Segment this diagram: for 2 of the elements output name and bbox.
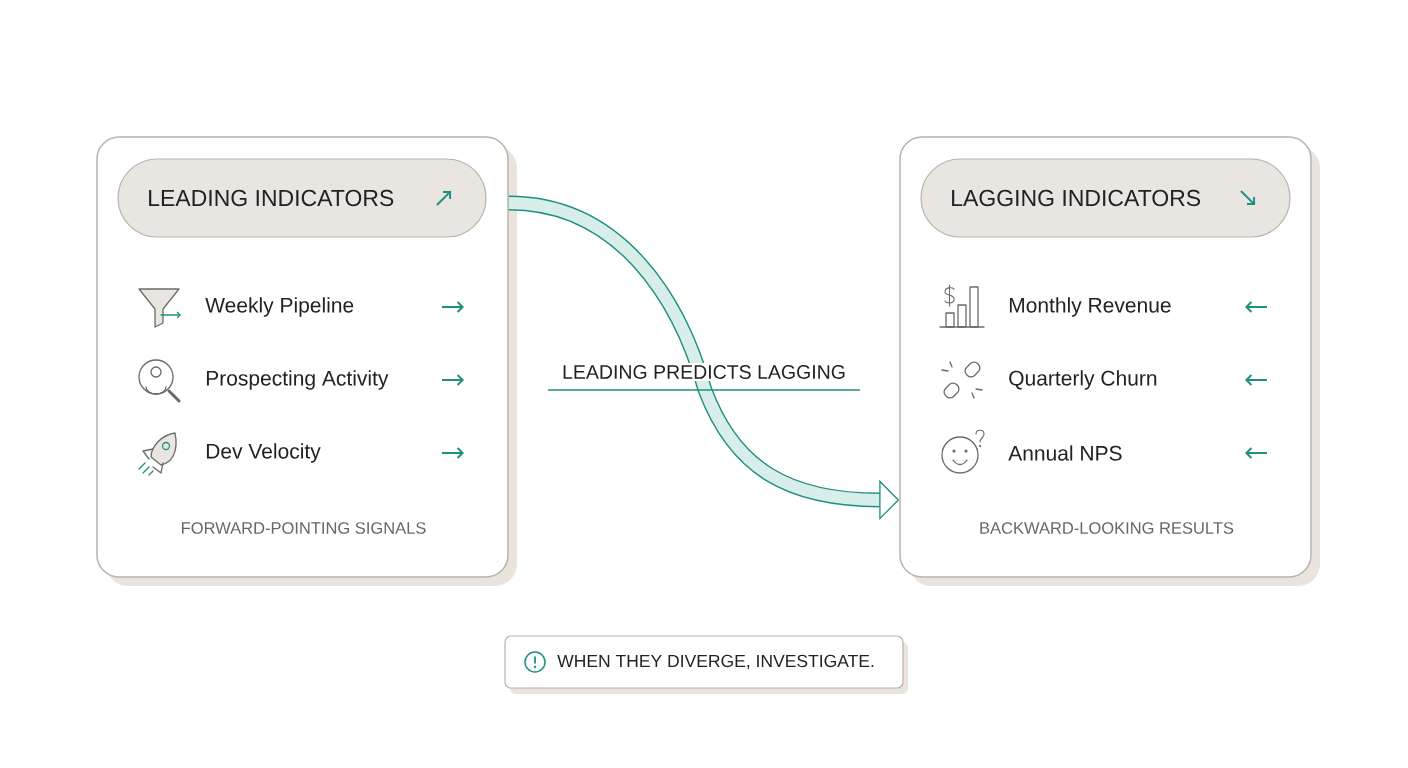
note-box: WHEN THEY DIVERGE, INVESTIGATE. (504, 635, 908, 694)
edge-label: LEADING PREDICTS LAGGING (547, 363, 861, 391)
